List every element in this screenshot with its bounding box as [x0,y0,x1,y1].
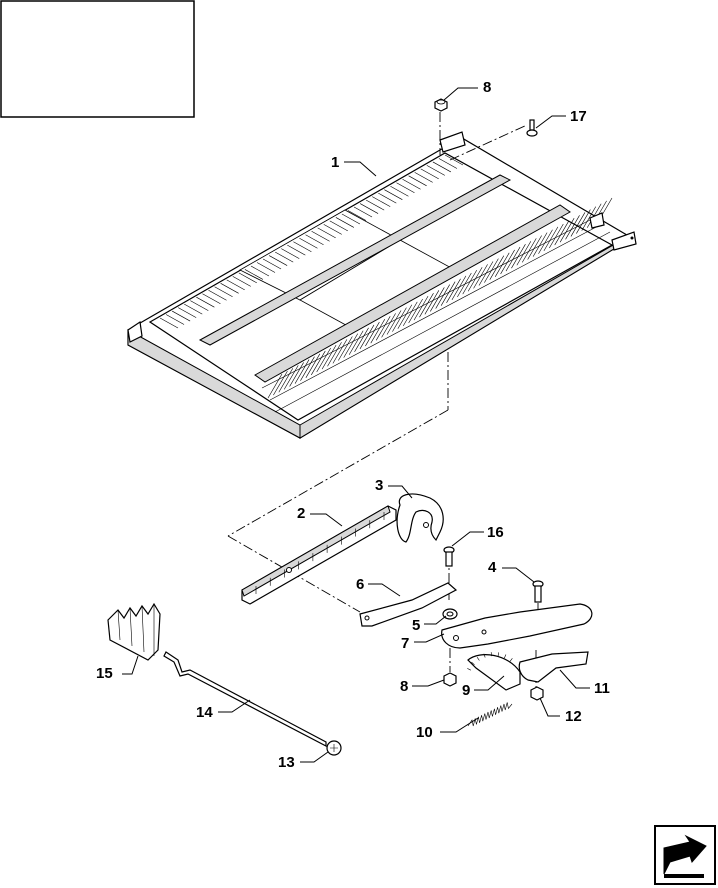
bolt-part-16 [443,546,455,567]
callout-4: 4 [488,559,497,576]
callout-5: 5 [412,617,420,634]
callout-10: 10 [416,724,433,741]
callout-3: 3 [375,477,383,494]
callout-14: 14 [196,704,213,721]
sieve-frame-part [127,131,637,439]
nut-part-12 [530,686,544,701]
nut-part [434,98,448,112]
callout-8-lower: 8 [400,678,408,695]
bracket-part [518,651,589,683]
callout-9: 9 [462,682,470,699]
callout-leaders [122,87,590,763]
comb-bar-part [241,505,397,605]
knob-part [326,740,342,756]
callout-7: 7 [401,635,409,652]
sector-part [467,652,521,691]
spring-part [467,702,513,727]
nut-part-8-lower [443,672,457,687]
callout-12: 12 [565,708,582,725]
plate-part [441,603,593,649]
callout-6: 6 [356,576,364,593]
lever-part [359,582,458,627]
callout-labels: 8 17 1 2 3 16 4 6 5 7 8 9 11 12 10 13 14… [96,79,610,771]
hook-part [396,493,444,543]
bolt-part-17 [526,119,538,137]
callout-16: 16 [487,524,504,541]
callout-11: 11 [594,680,610,697]
callout-13: 13 [278,754,295,771]
callout-1: 1 [331,154,339,171]
callout-15: 15 [96,665,113,682]
callout-2: 2 [297,505,305,522]
rod-part [163,651,327,747]
bolt-part-4 [532,580,544,603]
arrow-next-page-icon[interactable] [654,825,716,885]
title-block [0,0,195,118]
callout-8-top: 8 [483,79,491,96]
washer-part [442,608,458,620]
comb-block-part [107,602,161,661]
callout-17: 17 [570,108,587,125]
